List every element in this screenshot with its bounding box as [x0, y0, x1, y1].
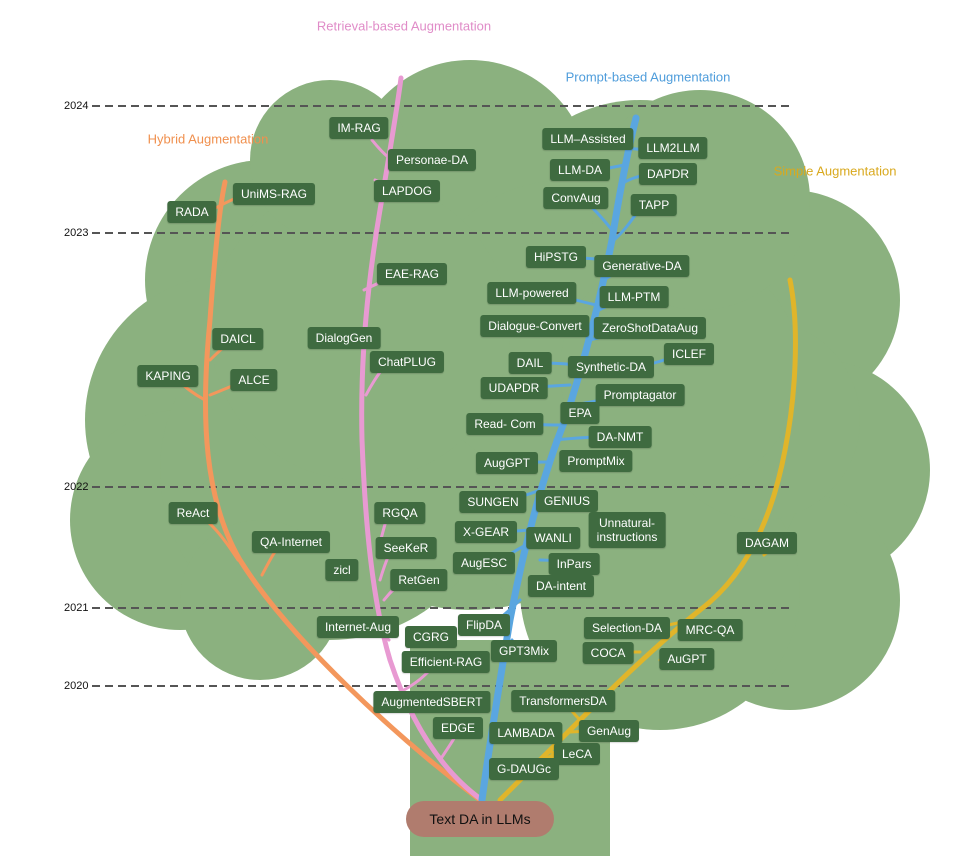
canopy-blob: [590, 90, 810, 310]
trunk-notch: [358, 634, 404, 672]
node-read-com: Read- Com: [466, 413, 544, 435]
node-alce: ALCE: [230, 369, 278, 391]
node-augesc: AugESC: [452, 552, 516, 574]
node-da-nmt: DA-NMT: [588, 426, 652, 448]
node-lapdog: LAPDOG: [373, 180, 441, 202]
node-synthetic-da: Synthetic-DA: [567, 356, 655, 378]
node-dialogue-convert: Dialogue-Convert: [480, 315, 590, 337]
node-convaug: ConvAug: [543, 187, 609, 209]
category-retrieval-label: Retrieval-based Augmentation: [316, 18, 492, 34]
node-augpt: AuGPT: [659, 648, 715, 670]
node-x-gear: X-GEAR: [454, 521, 518, 543]
node-hipstg: HiPSTG: [525, 246, 587, 268]
prompt-main-branch: [478, 114, 640, 804]
node-personae-da: Personae-DA: [387, 149, 477, 171]
node-dapdr: DAPDR: [638, 163, 698, 185]
node-g-daugc: G-DAUGc: [489, 758, 559, 780]
node-unims-rag: UniMS-RAG: [232, 183, 316, 205]
node-genius: GENIUS: [535, 490, 599, 512]
year-label-2022: 2022: [64, 481, 89, 493]
node-mrc-qa: MRC-QA: [677, 619, 743, 641]
node-dagam: DAGAM: [736, 532, 798, 554]
node-selection-da: Selection-DA: [583, 617, 671, 639]
node-cgrg: CGRG: [405, 626, 457, 648]
node-wanli: WANLI: [526, 527, 580, 549]
node-augmentedsbert: AugmentedSBERT: [373, 691, 491, 713]
node-promptmix: PromptMix: [559, 450, 633, 472]
year-label-2024: 2024: [64, 100, 89, 112]
node-generative-da: Generative-DA: [594, 255, 690, 277]
node-zeroshotdataaug: ZeroShotDataAug: [593, 317, 707, 339]
node-qa-internet: QA-Internet: [251, 531, 331, 553]
node-react: ReAct: [168, 502, 218, 524]
node-promptagator: Promptagator: [595, 384, 685, 406]
node-gpt3mix: GPT3Mix: [490, 640, 558, 662]
node-llm-da: LLM-DA: [549, 159, 611, 181]
node-coca: COCA: [582, 642, 634, 664]
year-label-2023: 2023: [64, 227, 89, 239]
node-leca: LeCA: [553, 743, 601, 765]
node-sungen: SUNGEN: [459, 491, 527, 513]
node-llm-assisted: LLM–Assisted: [542, 128, 634, 150]
node-llm2llm: LLM2LLM: [638, 137, 708, 159]
node-lambada: LAMBADA: [489, 722, 563, 744]
root-node: Text DA in LLMs: [406, 801, 554, 837]
unnatural-instructions-text: Unnatural- instructions: [596, 516, 658, 544]
node-internet-aug: Internet-Aug: [316, 616, 400, 638]
year-label-2020: 2020: [64, 680, 89, 692]
node-chatplug: ChatPLUG: [369, 351, 445, 373]
category-prompt-label: Prompt-based Augmentation: [565, 69, 731, 85]
node-transformersda: TransformersDA: [511, 690, 615, 712]
category-hybrid-label: Hybrid Augmentation: [147, 131, 269, 147]
node-llm-ptm: LLM-PTM: [599, 286, 669, 308]
node-rgqa: RGQA: [374, 502, 426, 524]
node-kaping: KAPING: [137, 365, 199, 387]
node-daicl: DAICL: [212, 328, 264, 350]
year-label-2021: 2021: [64, 602, 89, 614]
node-tapp: TAPP: [630, 194, 678, 216]
node-rada: RADA: [167, 201, 217, 223]
node-genaug: GenAug: [578, 720, 640, 742]
node-unnatural-instructions: Unnatural- instructions: [588, 512, 666, 548]
node-da-intent: DA-intent: [527, 575, 595, 597]
node-iclef: ICLEF: [663, 343, 715, 365]
node-retgen: RetGen: [390, 569, 448, 591]
node-zicl: zicl: [325, 559, 359, 581]
node-eae-rag: EAE-RAG: [376, 263, 448, 285]
node-udapdr: UDAPDR: [480, 377, 548, 399]
node-auggpt-prompt: AugGPT: [475, 452, 539, 474]
node-flipda: FlipDA: [457, 614, 511, 636]
node-efficient-rag: Efficient-RAG: [401, 651, 491, 673]
node-seeker: SeeKeR: [375, 537, 437, 559]
node-dail: DAIL: [508, 352, 552, 374]
node-epa: EPA: [560, 402, 600, 424]
category-simple-label: Simple Augmentation: [773, 163, 897, 179]
node-inpars: InPars: [548, 553, 600, 575]
node-llm-powered: LLM-powered: [487, 282, 577, 304]
node-dialoggen: DialogGen: [307, 327, 381, 349]
node-im-rag: IM-RAG: [329, 117, 389, 139]
node-edge: EDGE: [432, 717, 484, 739]
